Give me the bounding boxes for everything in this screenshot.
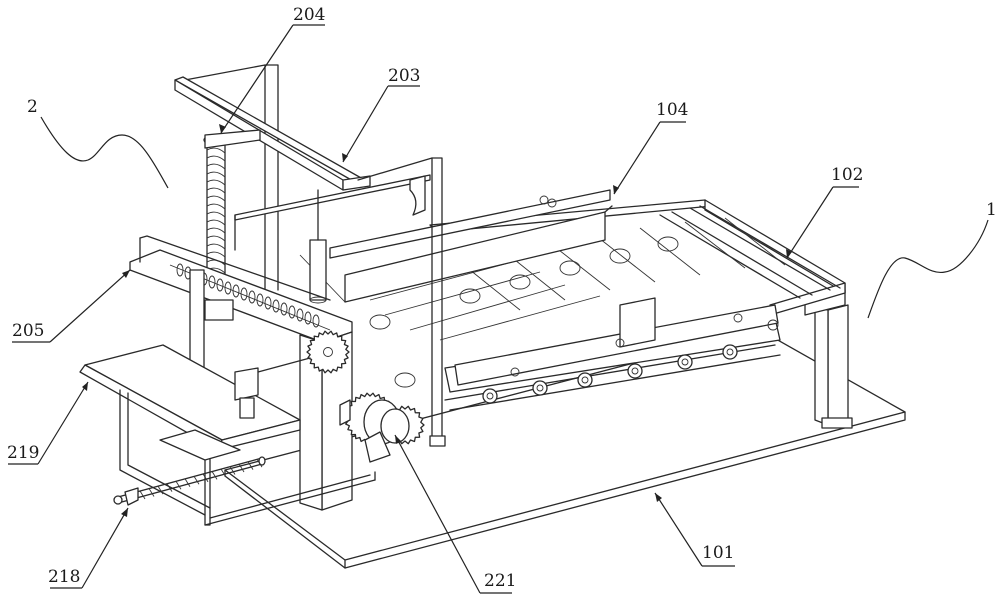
platform <box>79 344 376 526</box>
screw-thread <box>296 308 304 322</box>
screw-thread <box>206 171 226 178</box>
svg-text:205: 205 <box>12 321 44 341</box>
svg-text:203: 203 <box>388 66 420 86</box>
screw-thread <box>206 163 226 170</box>
hand-crank <box>113 456 266 506</box>
sprocket-gear-upper <box>306 330 350 374</box>
crank-thread <box>157 485 164 495</box>
crank-thread <box>166 483 173 492</box>
screw-thread <box>272 299 280 313</box>
label-218: 218 <box>48 507 129 589</box>
label-205: 205 <box>12 269 131 343</box>
label-104: 104 <box>613 100 688 195</box>
crank-thread <box>193 476 200 485</box>
svg-text:102: 102 <box>831 165 863 185</box>
screw-thread <box>206 219 226 226</box>
vertical-screw <box>203 129 261 301</box>
screw-thread <box>206 211 226 218</box>
screw-thread <box>256 293 264 307</box>
crank-thread <box>202 473 209 483</box>
svg-text:2: 2 <box>27 97 38 117</box>
svg-text:1: 1 <box>986 200 997 220</box>
horizontal-guide-frame <box>129 235 353 511</box>
label-221: 221 <box>394 434 516 594</box>
screw-thread <box>240 287 248 301</box>
screw-thread <box>264 296 272 310</box>
screw-thread <box>206 155 226 162</box>
side-baffle <box>299 189 613 303</box>
svg-text:101: 101 <box>702 543 734 563</box>
label-219: 219 <box>7 381 89 465</box>
screw-thread <box>206 227 226 234</box>
crank-thread <box>247 461 254 470</box>
svg-text:218: 218 <box>48 567 80 587</box>
screw-thread <box>280 302 288 316</box>
svg-text:204: 204 <box>293 5 325 25</box>
screw-thread <box>206 187 226 194</box>
label-2: 2 <box>27 97 169 189</box>
gear-hub <box>323 347 333 357</box>
svg-text:221: 221 <box>484 571 516 591</box>
screw-thread <box>288 305 296 319</box>
screw-thread <box>232 284 240 298</box>
screw-thread <box>206 195 226 202</box>
crank-thread <box>211 471 218 480</box>
gear-drive <box>339 392 425 463</box>
svg-text:219: 219 <box>7 443 39 463</box>
label-1: 1 <box>867 200 997 319</box>
crank-thread <box>238 463 245 473</box>
track-wheels <box>482 344 738 404</box>
screw-thread <box>206 251 226 258</box>
crank-thread <box>184 478 191 487</box>
crank-thread <box>139 490 146 500</box>
label-102: 102 <box>786 165 863 259</box>
screw-thread <box>206 243 226 250</box>
label-204: 204 <box>219 5 325 134</box>
screw-thread <box>312 314 320 328</box>
label-101: 101 <box>654 492 735 567</box>
screw-thread <box>304 311 312 325</box>
screw-thread <box>206 235 226 242</box>
screw-thread <box>206 147 226 154</box>
screw-thread <box>208 275 216 289</box>
svg-text:104: 104 <box>656 100 688 120</box>
screw-thread <box>206 179 226 186</box>
screw-thread <box>248 290 256 304</box>
screw-thread <box>216 278 224 292</box>
screw-thread <box>206 203 226 210</box>
crank-thread <box>229 466 236 475</box>
screw-thread <box>176 263 184 277</box>
roller-conveyor-frame <box>369 199 846 411</box>
crank-thread <box>220 468 227 478</box>
screw-thread <box>224 281 232 295</box>
label-203: 203 <box>342 66 420 163</box>
annotations: 204 203 104 102 2 <box>7 5 997 594</box>
gear-teeth <box>306 330 350 374</box>
crank-thread <box>148 488 155 497</box>
crank-thread <box>175 480 182 490</box>
